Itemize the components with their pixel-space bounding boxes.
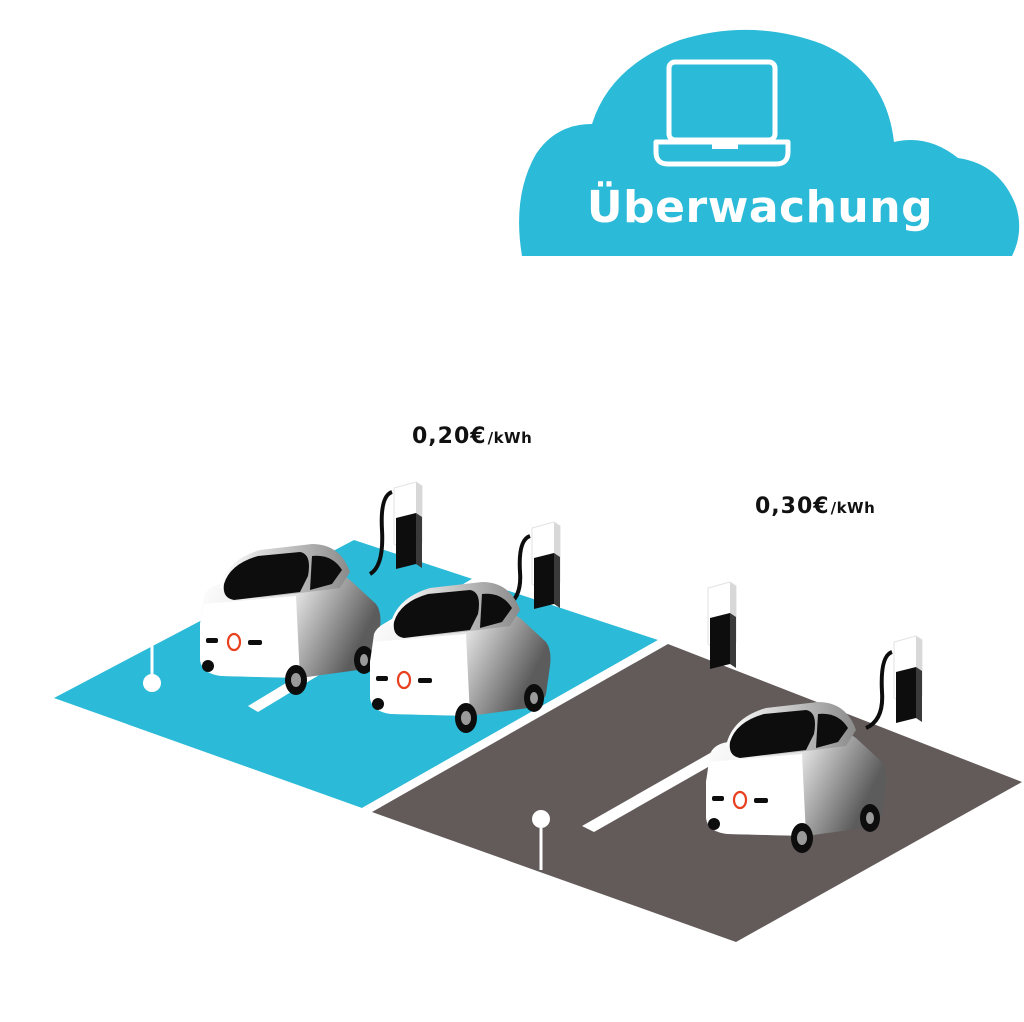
cloud-label: Überwachung [586,182,934,233]
grey-zone-floor [372,644,1022,942]
charger-station [504,521,561,610]
charger-station [368,481,423,576]
cloud [519,29,1020,256]
laptop-icon [653,59,791,167]
lane-stripe [810,684,846,704]
charger-station [707,581,737,670]
price-label-blue: 0,20€/kWh [412,424,532,449]
price-unit: /kWh [487,429,533,447]
price-label-grey: 0,30€/kWh [755,494,875,519]
price-amount: 0,20€ [412,424,487,449]
charger-station [865,635,923,730]
price-amount: 0,30€ [755,494,830,519]
zone-divider [362,640,668,812]
price-unit: /kWh [830,499,876,517]
zone-marker [532,810,550,828]
zone-marker [143,674,161,692]
